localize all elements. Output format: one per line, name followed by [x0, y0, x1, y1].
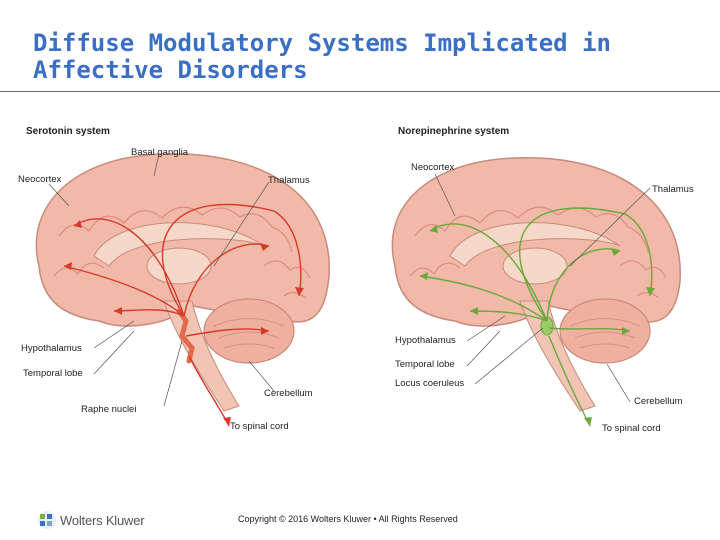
slide-title: Diffuse Modulatory Systems Implicated in… [33, 29, 611, 84]
label-hypothalamus: Hypothalamus [395, 335, 456, 346]
label-neocortex: Neocortex [411, 162, 455, 173]
label-temporal-lobe: Temporal lobe [23, 368, 83, 379]
serotonin-title: Serotonin system [26, 126, 110, 137]
norepinephrine-brain-illustration [391, 157, 681, 427]
label-spinal-cord: To spinal cord [602, 423, 661, 434]
label-hypothalamus: Hypothalamus [21, 343, 82, 354]
title-divider [0, 91, 720, 92]
label-basal-ganglia: Basal ganglia [131, 147, 189, 158]
norepinephrine-panel: Norepinephrine system Neocortex Thalamus… [375, 116, 715, 446]
serotonin-brain-illustration [35, 153, 330, 427]
wolters-kluwer-logo-icon [38, 511, 56, 529]
label-cerebellum: Cerebellum [634, 396, 683, 407]
label-temporal-lobe: Temporal lobe [395, 359, 455, 370]
logo-text: Wolters Kluwer [60, 512, 145, 528]
wolters-kluwer-logo: Wolters Kluwer [37, 509, 145, 531]
copyright-text: Copyright © 2016 Wolters Kluwer • All Ri… [238, 514, 458, 524]
label-raphe-nuclei: Raphe nuclei [81, 404, 137, 415]
label-locus-coeruleus: Locus coeruleus [395, 378, 465, 389]
serotonin-panel: Serotonin system Basal ganglia Neocortex… [14, 116, 354, 446]
label-cerebellum: Cerebellum [264, 388, 313, 399]
norepinephrine-title: Norepinephrine system [398, 126, 510, 137]
label-thalamus: Thalamus [652, 184, 694, 195]
label-spinal-cord: To spinal cord [230, 421, 289, 432]
label-neocortex: Neocortex [18, 174, 62, 185]
label-thalamus: Thalamus [268, 175, 310, 186]
